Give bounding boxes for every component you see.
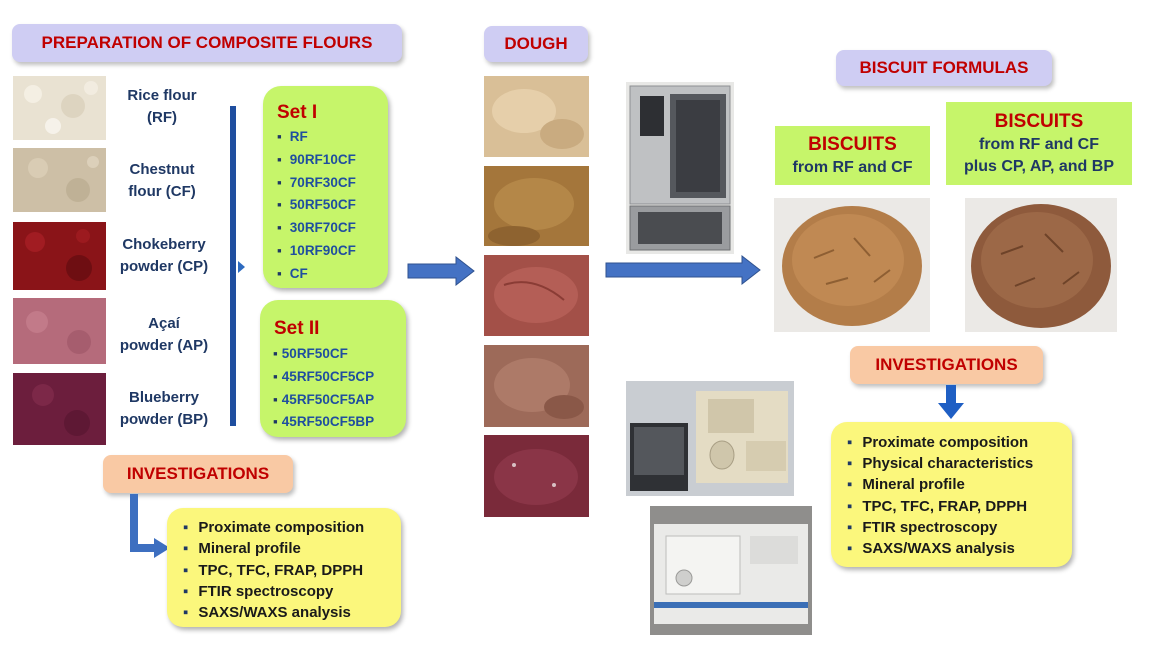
- investigations-left-list: Proximate composition Mineral profile TP…: [183, 517, 364, 623]
- preparation-header-text: PREPARATION OF COMPOSITE FLOURS: [41, 33, 373, 52]
- set-1-box: Set I RF 90RF10CF 70RF30CF 50RF50CF 30RF…: [263, 86, 388, 288]
- set-1-item: 30RF70CF: [277, 217, 356, 240]
- biscuits-rf-cf-title: BISCUITS: [808, 133, 897, 155]
- flour-label-line: powder (CP): [119, 258, 209, 275]
- dough-photo-chokeberry: [484, 255, 589, 336]
- set-1-item: 10RF90CF: [277, 240, 356, 263]
- investigations-left-arrow: [130, 494, 170, 558]
- investigations-left-box: Proximate composition Mineral profile TP…: [167, 508, 401, 627]
- arrow-to-dough: [407, 256, 475, 286]
- chestnut-flour-photo: [13, 148, 106, 212]
- rice-flour-photo: [13, 76, 106, 140]
- investigation-item: FTIR spectroscopy: [183, 581, 364, 602]
- set-2-item: 50RF50CF: [273, 343, 374, 366]
- investigation-item: Physical characteristics: [847, 453, 1033, 474]
- set-1-item: 90RF10CF: [277, 149, 356, 172]
- biscuits-plus-box: BISCUITS from RF and CF plus CP, AP, and…: [946, 102, 1132, 185]
- investigations-left-header: INVESTIGATIONS: [103, 455, 293, 493]
- investigation-item: SAXS/WAXS analysis: [847, 538, 1033, 559]
- set-2-item: 45RF50CF5AP: [273, 389, 374, 412]
- dough-photo-chestnut: [484, 166, 589, 246]
- set-2-list: 50RF50CF 45RF50CF5CP 45RF50CF5AP 45RF50C…: [273, 343, 374, 434]
- flour-label-acai: Açaí powder (AP): [110, 313, 218, 357]
- flour-label-chokeberry: Chokeberry powder (CP): [110, 234, 218, 278]
- investigation-item: Proximate composition: [183, 517, 364, 538]
- flour-label-line: Chokeberry: [122, 236, 206, 253]
- blueberry-powder-photo: [13, 373, 106, 445]
- flour-label-blueberry: Blueberry powder (BP): [110, 387, 218, 431]
- flour-label-rice: Rice flour (RF): [112, 85, 212, 129]
- biscuit-formulas-header-text: BISCUIT FORMULAS: [859, 58, 1029, 77]
- flour-label-line: flour (CF): [128, 183, 196, 200]
- set-1-item: 70RF30CF: [277, 172, 356, 195]
- ftir-instrument-photo: [650, 506, 812, 635]
- biscuits-plus-line1: from RF and CF: [979, 135, 1099, 153]
- flour-label-line: Chestnut: [129, 161, 195, 178]
- biscuit-rf-cf-photo: [774, 198, 930, 332]
- set-1-item: 50RF50CF: [277, 194, 356, 217]
- investigations-right-header: INVESTIGATIONS: [850, 346, 1043, 384]
- set-2-item: 45RF50CF5CP: [273, 366, 374, 389]
- arrow-to-biscuits: [605, 254, 761, 286]
- flour-label-chestnut: Chestnut flour (CF): [112, 159, 212, 203]
- investigation-item: Proximate composition: [847, 432, 1033, 453]
- dough-header-text: DOUGH: [504, 34, 568, 53]
- set-1-list: RF 90RF10CF 70RF30CF 50RF50CF 30RF70CF 1…: [277, 126, 356, 286]
- oven-photo: [626, 82, 734, 254]
- investigations-right-list: Proximate composition Physical character…: [847, 432, 1033, 559]
- set-1-item: CF: [277, 263, 356, 286]
- biscuits-plus-line2: plus CP, AP, and BP: [964, 157, 1114, 175]
- preparation-header: PREPARATION OF COMPOSITE FLOURS: [12, 24, 402, 62]
- dough-photo-acai: [484, 345, 589, 427]
- investigations-right-box: Proximate composition Physical character…: [831, 422, 1072, 567]
- chokeberry-powder-photo: [13, 222, 106, 290]
- flour-label-line: Açaí: [148, 315, 180, 332]
- dough-header: DOUGH: [484, 26, 588, 62]
- biscuits-rf-cf-box: BISCUITS from RF and CF: [775, 126, 930, 185]
- investigation-item: SAXS/WAXS analysis: [183, 602, 364, 623]
- dough-photo-blueberry: [484, 435, 589, 517]
- flour-label-line: powder (AP): [119, 337, 209, 354]
- biscuits-rf-cf-line1: from RF and CF: [792, 158, 913, 176]
- investigation-item: TPC, TFC, FRAP, DPPH: [183, 560, 364, 581]
- investigation-item: Mineral profile: [183, 538, 364, 559]
- set-2-box: Set II 50RF50CF 45RF50CF5CP 45RF50CF5AP …: [260, 300, 406, 437]
- flour-label-line: Rice flour: [127, 87, 197, 104]
- investigations-right-header-text: INVESTIGATIONS: [875, 355, 1018, 374]
- set-2-title: Set II: [274, 318, 320, 339]
- set-1-item: RF: [277, 126, 356, 149]
- investigations-right-arrow: [938, 385, 964, 419]
- acai-powder-photo: [13, 298, 106, 364]
- biscuit-formulas-header: BISCUIT FORMULAS: [836, 50, 1052, 86]
- flour-label-line: powder (BP): [119, 411, 209, 428]
- biscuits-plus-title: BISCUITS: [994, 110, 1084, 132]
- investigation-item: TPC, TFC, FRAP, DPPH: [847, 496, 1033, 517]
- flour-label-line: Blueberry: [128, 389, 200, 406]
- saxs-instrument-photo: [626, 381, 794, 496]
- dough-photo-rice: [484, 76, 589, 157]
- flour-label-line: (RF): [147, 109, 177, 126]
- investigation-item: Mineral profile: [847, 474, 1033, 495]
- investigations-left-header-text: INVESTIGATIONS: [126, 464, 270, 483]
- flours-bracket-connector: [230, 106, 245, 426]
- set-2-item: 45RF50CF5BP: [273, 411, 374, 434]
- investigation-item: FTIR spectroscopy: [847, 517, 1033, 538]
- set-1-title: Set I: [277, 102, 318, 123]
- biscuit-plus-photo: [965, 198, 1117, 332]
